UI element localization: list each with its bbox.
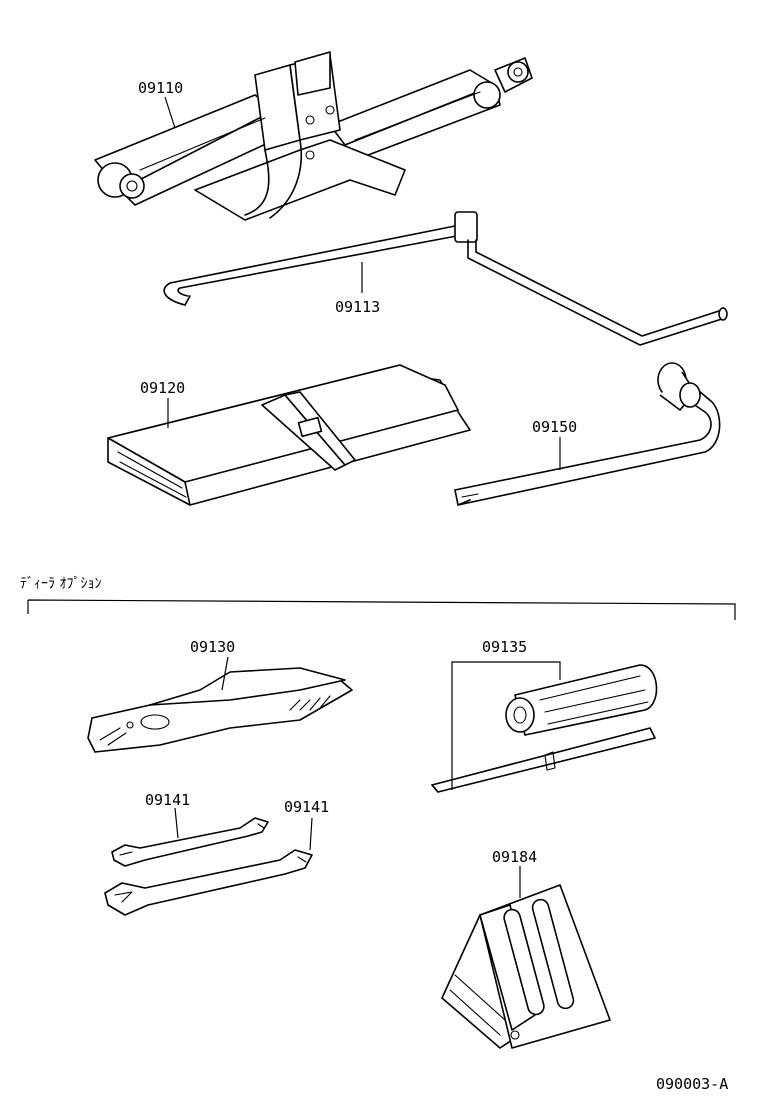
part-number-wrench-large: 09141 xyxy=(284,798,329,816)
part-number-jack-handle: 09113 xyxy=(335,298,380,316)
part-number-pliers: 09130 xyxy=(190,638,235,656)
figure-code: 090003-A xyxy=(656,1075,728,1093)
wrench-small-illustration xyxy=(111,817,269,867)
screwdriver-illustration xyxy=(431,664,658,793)
tool-bag-illustration xyxy=(107,364,471,506)
part-number-tool-bag: 09120 xyxy=(140,379,185,397)
jack-illustration xyxy=(94,51,533,221)
part-number-screwdriver: 09135 xyxy=(482,638,527,656)
leader-bracket xyxy=(451,661,561,790)
wheel-chock-illustration xyxy=(441,884,611,1049)
dealer-option-label: ﾃﾞｨｰﾗ ｵﾌﾟｼｮﾝ xyxy=(20,576,101,592)
wheel-nut-wrench-illustration xyxy=(454,362,721,506)
leader-line xyxy=(164,96,176,129)
part-number-jack: 09110 xyxy=(138,79,183,97)
section-bracket xyxy=(27,599,736,620)
part-number-wrench-small: 09141 xyxy=(145,791,190,809)
part-number-wheel-chock: 09184 xyxy=(492,848,537,866)
part-number-wheel-nut-wrench: 09150 xyxy=(532,418,577,436)
wrench-large-illustration xyxy=(104,849,313,916)
jack-handle-illustration xyxy=(163,211,728,346)
leader-line xyxy=(309,817,313,851)
leader-line xyxy=(174,807,179,839)
pliers-illustration xyxy=(87,667,353,753)
leader-line xyxy=(221,656,229,691)
